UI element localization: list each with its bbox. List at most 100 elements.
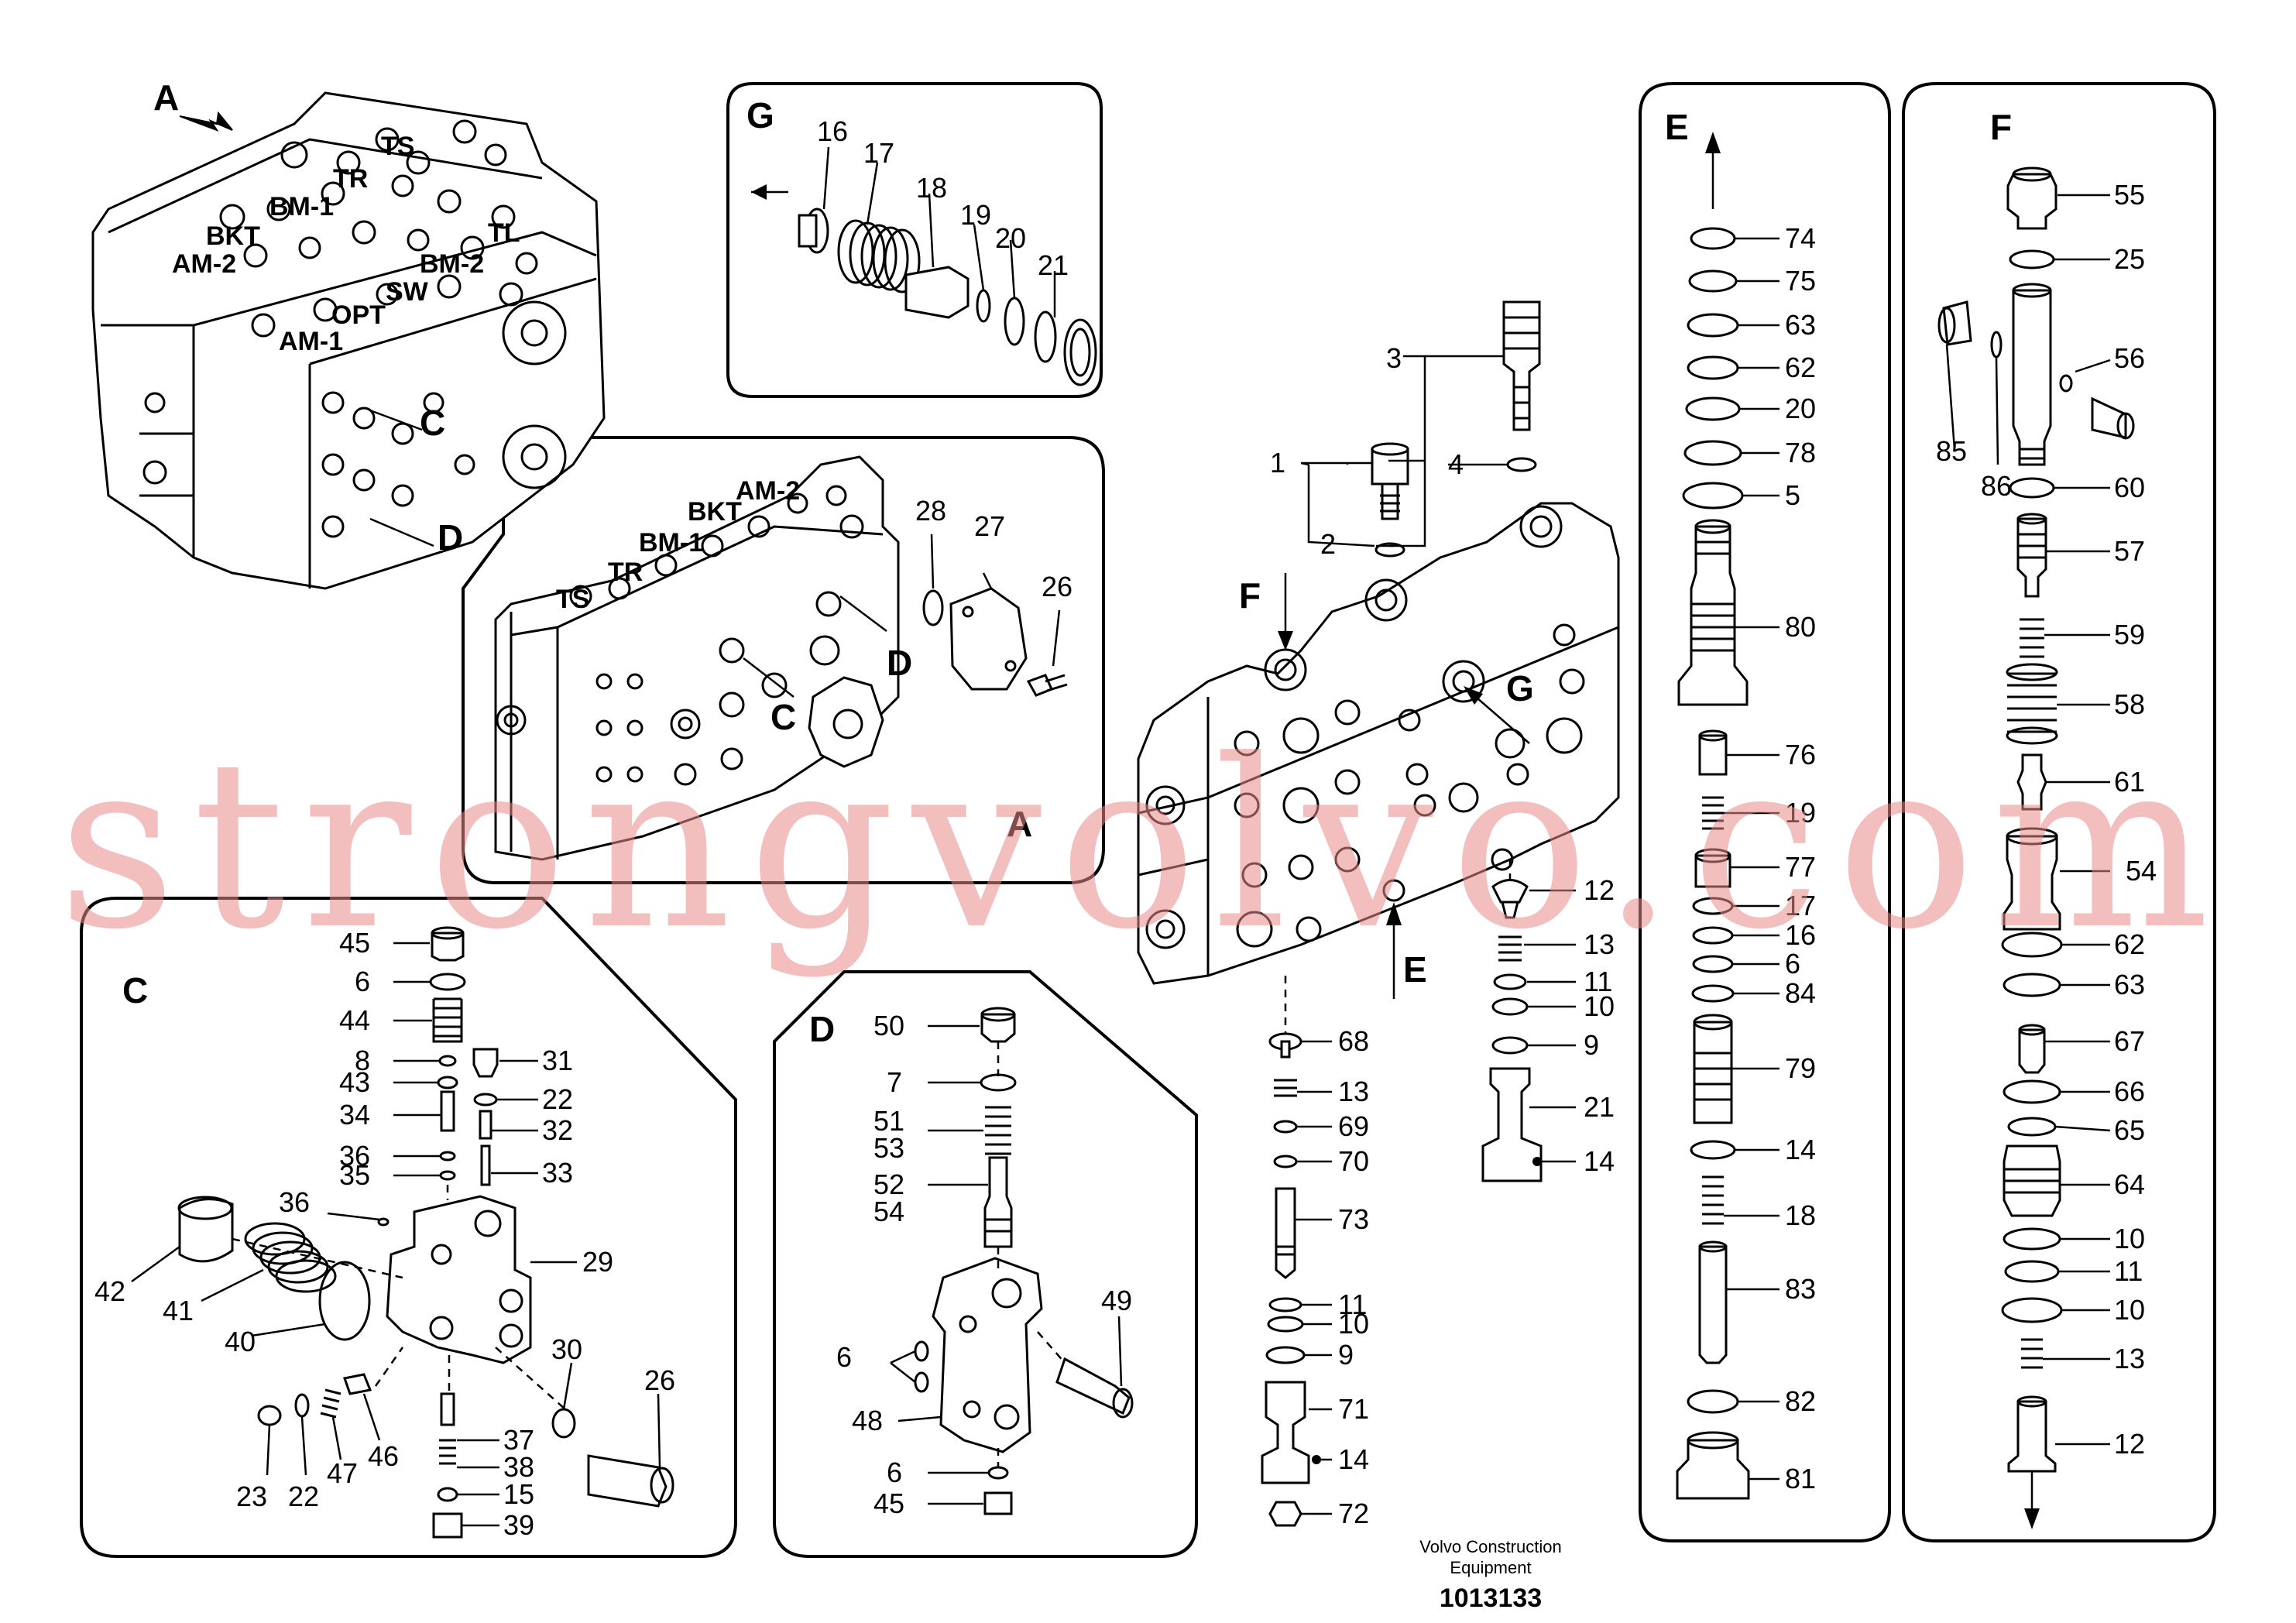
frame-f <box>1902 82 2216 1542</box>
c-label-32: 32 <box>542 1114 573 1146</box>
footer-company-line2: Equipment <box>1450 1558 1531 1577</box>
c-label-35: 35 <box>339 1159 370 1191</box>
f-label-66: 66 <box>2114 1076 2145 1107</box>
section-d-parts: 50 7 51 53 52 54 49 6 48 6 45 <box>836 1007 1134 1519</box>
main-label-11: 11 <box>1584 966 1612 997</box>
f-label-85: 85 <box>1936 435 1967 467</box>
f-label-63: 63 <box>2114 969 2145 1000</box>
port-label-opt: OPT <box>331 300 386 330</box>
g-label-16: 16 <box>817 115 848 147</box>
valve-assembly-overview: TS TR BM-1 BKT AM-2 TL BM-2 SW OPT AM-1 … <box>91 91 606 590</box>
e-label-81: 81 <box>1785 1463 1816 1494</box>
main-label-70: 70 <box>1338 1145 1369 1177</box>
c-label-36b: 36 <box>279 1186 310 1218</box>
main-label-13: 13 <box>1584 928 1615 960</box>
e-label-76: 76 <box>1785 739 1816 770</box>
e-label-16: 16 <box>1785 919 1816 951</box>
frame-g <box>726 82 1103 398</box>
f-label-10a: 10 <box>2114 1223 2145 1254</box>
c-label-33: 33 <box>542 1157 573 1189</box>
callout-c-detail: C <box>770 697 796 737</box>
f-label-64: 64 <box>2114 1168 2145 1200</box>
frame-d <box>773 970 1198 1558</box>
c-label-26: 26 <box>644 1364 675 1396</box>
f-label-56: 56 <box>2114 342 2145 374</box>
e-label-18: 18 <box>1785 1199 1816 1231</box>
main-label-9: 9 <box>1584 1029 1599 1061</box>
c-label-39: 39 <box>503 1509 534 1541</box>
c-label-8: 8 <box>355 1045 370 1076</box>
main-label-4: 4 <box>1448 448 1464 480</box>
e-label-5: 5 <box>1785 479 1800 511</box>
c-label-31: 31 <box>542 1045 573 1076</box>
frame-e <box>1639 82 1891 1542</box>
c-label-36a: 36 <box>339 1140 370 1172</box>
f-label-59: 59 <box>2114 619 2145 650</box>
port-label-bm2: BM-2 <box>420 249 484 279</box>
port-label-sw: SW <box>386 277 429 307</box>
port-label-bm1-detail: BM-1 <box>639 528 703 558</box>
e-label-63: 63 <box>1785 309 1816 341</box>
c-label-30: 30 <box>551 1333 582 1365</box>
e-label-80: 80 <box>1785 611 1816 643</box>
e-label-77: 77 <box>1785 851 1816 883</box>
port-label-tr: TR <box>333 164 368 194</box>
section-f-parts: 55 25 56 85 86 60 57 59 58 61 54 62 63 6… <box>1936 166 2157 1529</box>
f-label-13: 13 <box>2114 1343 2145 1374</box>
title-g: G <box>746 95 774 136</box>
port-label-am1: AM-1 <box>279 327 343 356</box>
main-label-14a: 14 <box>1584 1145 1615 1177</box>
c-label-40: 40 <box>225 1326 256 1357</box>
title-d: D <box>809 1009 835 1049</box>
port-label-ts: TS <box>381 132 414 161</box>
callout-e: E <box>1403 949 1427 990</box>
e-label-83: 83 <box>1785 1273 1816 1305</box>
f-label-86: 86 <box>1981 470 2012 502</box>
d-label-6a: 6 <box>836 1341 852 1373</box>
c-label-41: 41 <box>163 1295 194 1326</box>
section-a-detail-parts: TS TR BM-1 BKT AM-2 C D 28 27 26 <box>494 455 1072 861</box>
e-label-79: 79 <box>1785 1052 1816 1084</box>
title-f: F <box>1990 107 2012 147</box>
d-label-7: 7 <box>887 1066 902 1098</box>
e-label-62: 62 <box>1785 352 1816 383</box>
main-label-11b: 11 <box>1338 1288 1367 1320</box>
title-e: E <box>1665 107 1689 147</box>
d-label-52: 52 <box>873 1168 904 1200</box>
g-label-17: 17 <box>863 137 894 169</box>
section-g-parts: 16 17 18 19 20 21 <box>751 115 1097 386</box>
port-label-bkt: BKT <box>206 221 260 251</box>
frame-c <box>80 897 737 1558</box>
main-label-73: 73 <box>1338 1203 1369 1235</box>
c-label-6: 6 <box>355 966 370 997</box>
central-valve-section: F E G <box>1137 300 1620 1529</box>
c-label-45: 45 <box>339 927 370 959</box>
d-label-48: 48 <box>852 1405 883 1436</box>
f-label-58: 58 <box>2114 688 2145 720</box>
main-label-10: 10 <box>1584 990 1615 1022</box>
f-label-55: 55 <box>2114 179 2145 211</box>
a-label-26: 26 <box>1042 571 1072 602</box>
callout-d-overview: D <box>438 517 463 558</box>
d-label-45: 45 <box>873 1487 904 1519</box>
title-c: C <box>122 970 148 1011</box>
main-label-12: 12 <box>1584 874 1615 906</box>
f-label-12: 12 <box>2114 1428 2145 1460</box>
c-label-47: 47 <box>327 1457 358 1489</box>
d-label-53: 53 <box>873 1132 904 1164</box>
f-label-11: 11 <box>2114 1255 2143 1287</box>
main-label-72: 72 <box>1338 1498 1369 1529</box>
main-label-3: 3 <box>1386 342 1402 374</box>
e-label-84: 84 <box>1785 977 1816 1009</box>
title-a-detail: A <box>1007 804 1032 844</box>
frame-a-detail <box>462 436 1105 884</box>
f-label-62: 62 <box>2114 928 2145 960</box>
e-label-20: 20 <box>1785 393 1816 424</box>
f-label-60: 60 <box>2114 472 2145 503</box>
port-label-am2-detail: AM-2 <box>736 476 800 506</box>
callout-f: F <box>1239 575 1261 616</box>
c-label-23: 23 <box>236 1481 267 1512</box>
g-label-21: 21 <box>1038 249 1069 281</box>
main-label-69: 69 <box>1338 1110 1369 1142</box>
callout-d-detail: D <box>887 643 912 683</box>
